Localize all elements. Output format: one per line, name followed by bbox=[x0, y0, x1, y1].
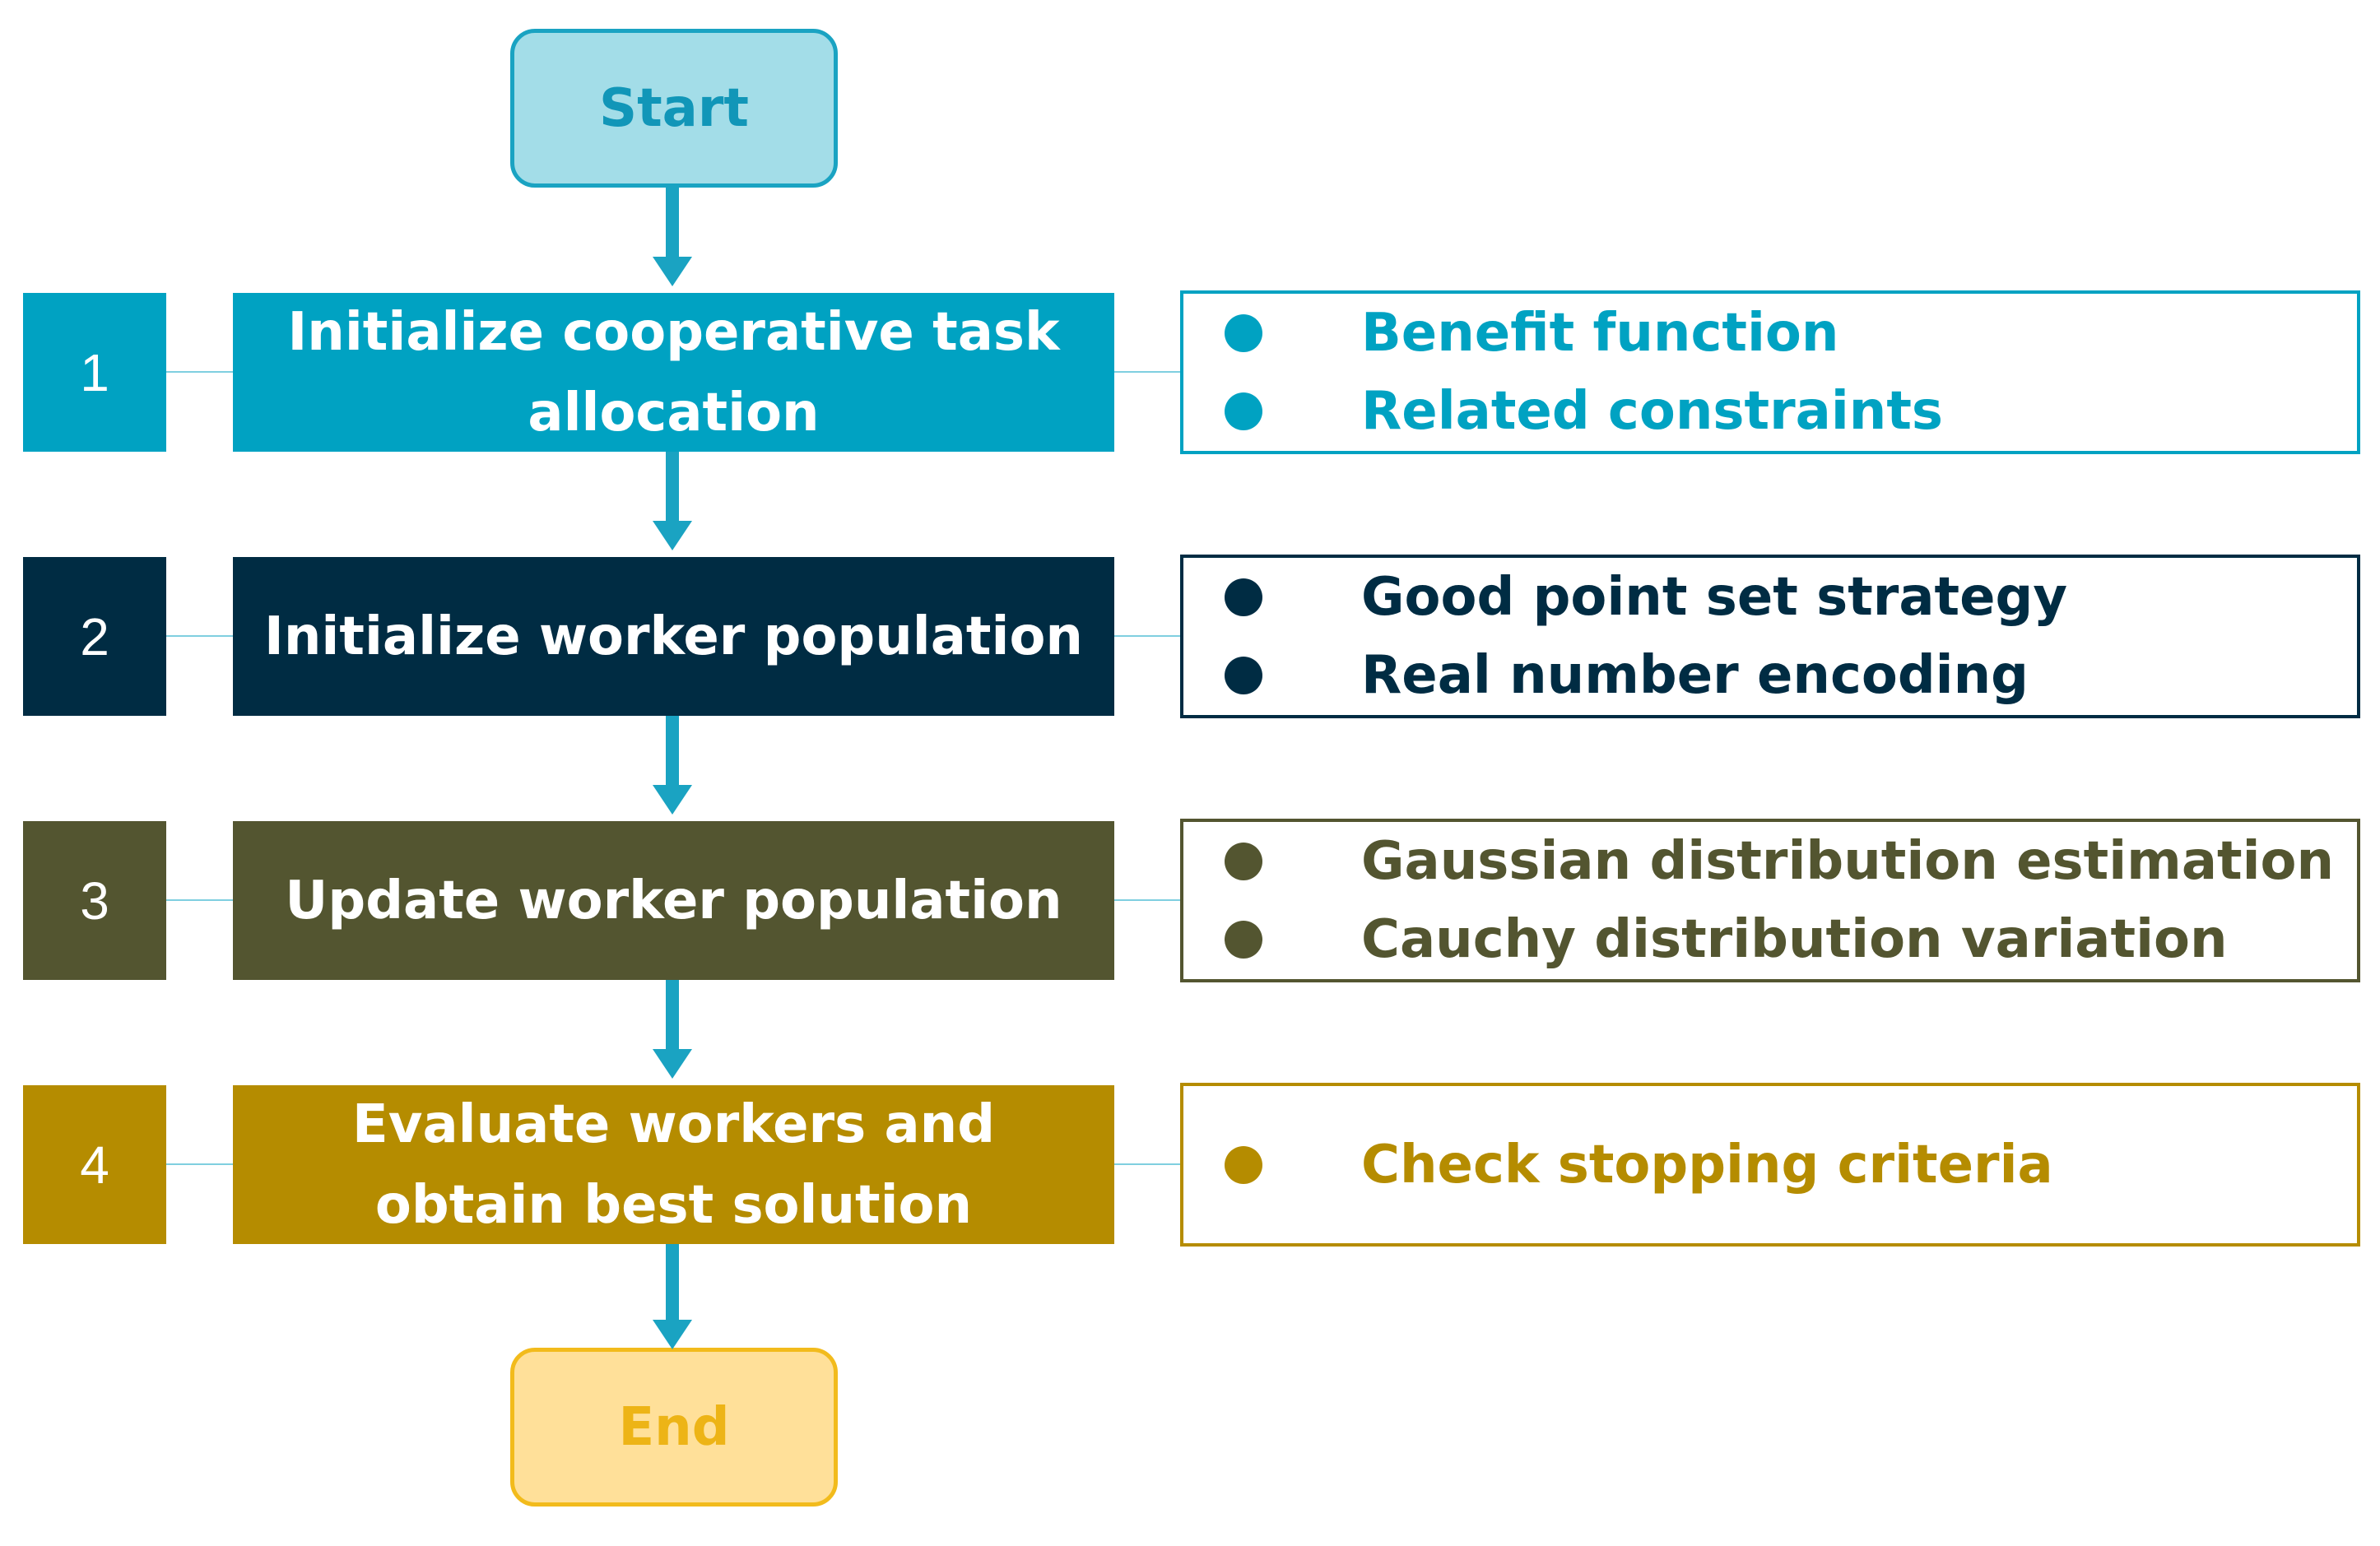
detail-box-3: Gaussian distribution estimation Cauchy … bbox=[1180, 819, 2360, 982]
bullet-dot bbox=[1225, 578, 1262, 616]
step-number-2: 2 bbox=[23, 557, 166, 716]
arrow-head-4 bbox=[653, 1049, 692, 1079]
connector-number-4 bbox=[166, 1163, 233, 1165]
step-number-text: 1 bbox=[80, 342, 109, 402]
step-label: Update worker population bbox=[285, 870, 1062, 931]
bullet-item: Gaussian distribution estimation bbox=[1183, 822, 2357, 901]
step-number-text: 4 bbox=[80, 1135, 109, 1195]
bullet-dot bbox=[1225, 657, 1262, 695]
arrow-head-2 bbox=[653, 521, 692, 550]
bullet-text: Related constraints bbox=[1361, 381, 1943, 443]
bullet-dot bbox=[1225, 313, 1262, 352]
bullet-item: Related constraints bbox=[1183, 373, 2357, 452]
arrow-step2-to-step3 bbox=[666, 716, 679, 785]
step-number-text: 2 bbox=[80, 606, 109, 666]
bullet-dot bbox=[1225, 842, 1262, 880]
step-number-4: 4 bbox=[23, 1085, 166, 1244]
step-number-1: 1 bbox=[23, 293, 166, 452]
bullet-text: Good point set strategy bbox=[1361, 566, 2068, 628]
detail-box-4: Check stopping criteria bbox=[1180, 1083, 2360, 1247]
bullet-dot bbox=[1225, 392, 1262, 431]
arrow-step4-to-end bbox=[666, 1244, 679, 1320]
start-label: Start bbox=[598, 77, 750, 139]
step-box-4: Evaluate workers and obtain best solutio… bbox=[233, 1085, 1114, 1244]
bullet-text: Check stopping criteria bbox=[1361, 1134, 2053, 1195]
connector-detail-1 bbox=[1114, 371, 1180, 373]
connector-number-1 bbox=[166, 371, 233, 373]
bullet-item: Good point set strategy bbox=[1183, 558, 2357, 637]
bullet-item: Real number encoding bbox=[1183, 637, 2357, 716]
detail-box-1: Benefit function Related constraints bbox=[1180, 290, 2360, 454]
end-node: End bbox=[510, 1348, 838, 1507]
arrow-head-5 bbox=[653, 1320, 692, 1349]
step-box-2: Initialize worker population bbox=[233, 557, 1114, 716]
end-label: End bbox=[618, 1396, 730, 1458]
bullet-dot bbox=[1225, 1145, 1262, 1184]
connector-number-2 bbox=[166, 635, 233, 637]
connector-detail-3 bbox=[1114, 899, 1180, 901]
step-number-3: 3 bbox=[23, 821, 166, 980]
step-label: Initialize cooperative task allocation bbox=[287, 301, 1060, 443]
step-label: Initialize worker population bbox=[264, 606, 1083, 667]
step-number-text: 3 bbox=[80, 870, 109, 931]
bullet-text: Gaussian distribution estimation bbox=[1361, 830, 2335, 892]
connector-detail-4 bbox=[1114, 1163, 1180, 1165]
bullet-text: Cauchy distribution variation bbox=[1361, 909, 2228, 971]
arrow-step3-to-step4 bbox=[666, 980, 679, 1049]
arrow-start-to-step1 bbox=[666, 188, 679, 257]
arrow-head-1 bbox=[653, 257, 692, 286]
bullet-item: Cauchy distribution variation bbox=[1183, 901, 2357, 980]
arrow-head-3 bbox=[653, 785, 692, 815]
connector-number-3 bbox=[166, 899, 233, 901]
detail-box-2: Good point set strategy Real number enco… bbox=[1180, 555, 2360, 718]
bullet-item: Check stopping criteria bbox=[1183, 1125, 2357, 1205]
step-box-1: Initialize cooperative task allocation bbox=[233, 293, 1114, 452]
connector-detail-2 bbox=[1114, 635, 1180, 637]
start-node: Start bbox=[510, 29, 838, 188]
arrow-step1-to-step2 bbox=[666, 452, 679, 521]
step-label: Evaluate workers and obtain best solutio… bbox=[352, 1093, 995, 1236]
bullet-text: Real number encoding bbox=[1361, 645, 2029, 707]
bullet-text: Benefit function bbox=[1361, 302, 1839, 364]
step-box-3: Update worker population bbox=[233, 821, 1114, 980]
bullet-item: Benefit function bbox=[1183, 294, 2357, 373]
bullet-dot bbox=[1225, 921, 1262, 959]
